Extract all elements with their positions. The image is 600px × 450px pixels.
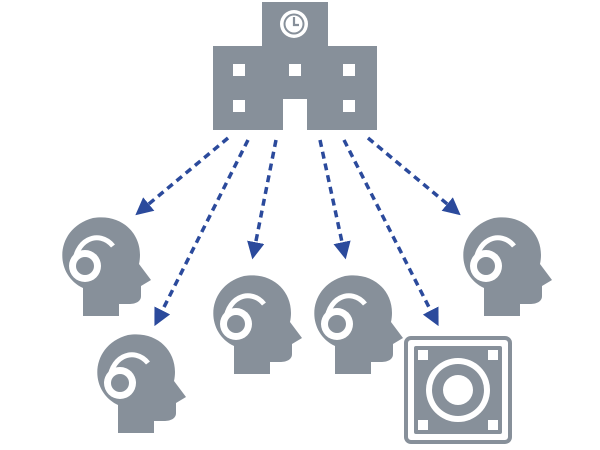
- clock-icon: [280, 10, 308, 38]
- headset-user-icon: [314, 275, 403, 374]
- arrow-to-user-2: [154, 139, 250, 327]
- headset-user-icon: [213, 275, 302, 374]
- arrow-to-user-5: [366, 136, 461, 216]
- arrow-to-speaker: [342, 139, 439, 327]
- arrow-to-user-3: [247, 139, 278, 260]
- arrow-to-user-1: [135, 136, 230, 216]
- broadcast-arrows: [135, 136, 461, 327]
- headset-user-icon: [97, 334, 186, 433]
- building-windows: [233, 64, 355, 112]
- headset-user-icon: [463, 217, 552, 316]
- school-building-icon: [213, 2, 377, 130]
- building-door: [283, 99, 307, 130]
- arrow-to-user-4: [318, 139, 351, 260]
- headset-user-icon: [62, 217, 151, 316]
- speaker-icon: [404, 336, 512, 444]
